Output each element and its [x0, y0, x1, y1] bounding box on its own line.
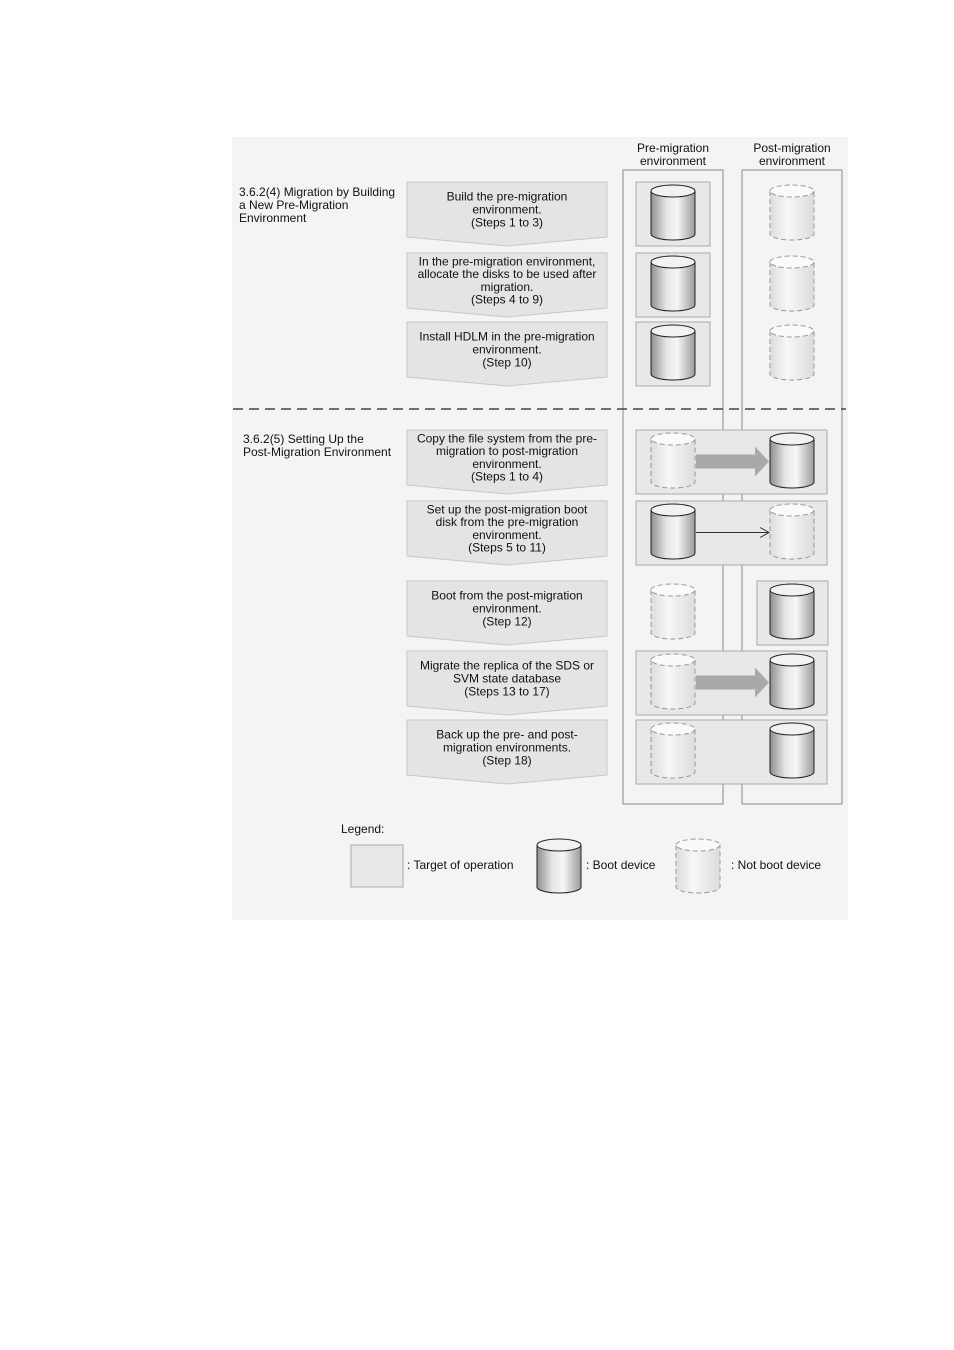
- step-text-line: (Steps 1 to 3): [471, 215, 543, 229]
- step-text-line: allocate the disks to be used after: [418, 267, 597, 281]
- step-box: [406, 321, 608, 387]
- step-text-line: environment.: [472, 457, 541, 471]
- step-text-line: environment.: [472, 602, 541, 616]
- pre-column-header-line2: environment: [640, 154, 707, 168]
- section1-title-line1: 3.6.2(4) Migration by Building: [239, 185, 395, 199]
- legend-notboot-label: : Not boot device: [731, 858, 821, 872]
- section1-title-line3: Environment: [239, 211, 307, 225]
- step-text-line: (Step 12): [482, 614, 531, 628]
- step-text-line: migration.: [481, 280, 534, 294]
- not-boot-device-icon: [769, 255, 815, 312]
- not-boot-device-icon: [769, 324, 815, 381]
- section2-title-line1: 3.6.2(5) Setting Up the: [243, 432, 364, 446]
- step-text-line: (Steps 4 to 9): [471, 293, 543, 307]
- boot-device-icon: [769, 432, 815, 489]
- step-row: In the pre-migration environment,allocat…: [406, 252, 815, 318]
- not-boot-device-icon: [650, 653, 696, 710]
- step-text-line: Boot from the post-migration: [431, 589, 582, 603]
- step-text-line: Set up the post-migration boot: [427, 502, 588, 516]
- step-box: [406, 181, 608, 247]
- boot-device-icon: [650, 503, 696, 560]
- step-text-line: (Step 10): [482, 355, 531, 369]
- step-box: [406, 650, 608, 716]
- step-text-line: Copy the file system from the pre-: [417, 431, 597, 445]
- boot-device-icon: [650, 324, 696, 381]
- step-text-line: Build the pre-migration: [447, 190, 568, 204]
- not-boot-device-icon: [650, 722, 696, 779]
- step-text-line: (Step 18): [482, 753, 531, 767]
- step-box: [406, 429, 608, 495]
- not-boot-device-icon: [769, 503, 815, 560]
- step-text-line: SVM state database: [453, 672, 561, 686]
- boot-device-icon: [650, 184, 696, 241]
- legend-boot-device-icon: [536, 838, 582, 894]
- section1-title-line2: a New Pre-Migration: [239, 198, 348, 212]
- not-boot-device-icon: [650, 583, 696, 640]
- step-row: Build the pre-migrationenvironment.(Step…: [406, 181, 815, 247]
- step-text-line: (Steps 13 to 17): [464, 684, 549, 698]
- not-boot-device-icon: [769, 184, 815, 241]
- step-text-line: migration to post-migration: [436, 444, 578, 458]
- boot-device-icon: [769, 722, 815, 779]
- pre-column-header-line1: Pre-migration: [637, 141, 709, 155]
- step-text-line: Install HDLM in the pre-migration: [419, 330, 594, 344]
- step-box: [406, 252, 608, 318]
- boot-device-icon: [650, 255, 696, 312]
- step-row: Back up the pre- and post-migration envi…: [406, 719, 828, 785]
- step-text-line: (Steps 1 to 4): [471, 470, 543, 484]
- boot-device-icon: [769, 653, 815, 710]
- section2-title-line2: Post-Migration Environment: [243, 445, 392, 459]
- step-row: Install HDLM in the pre-migrationenviron…: [406, 321, 815, 387]
- step-text-line: environment.: [472, 343, 541, 357]
- step-text-line: (Steps 5 to 11): [468, 541, 546, 555]
- step-row: Boot from the post-migrationenvironment.…: [406, 580, 829, 646]
- step-text-line: Migrate the replica of the SDS or: [420, 659, 594, 673]
- step-text-line: Back up the pre- and post-: [436, 728, 577, 742]
- legend-target-label: : Target of operation: [407, 858, 514, 872]
- legend-target-swatch: [350, 844, 404, 888]
- step-box: [406, 500, 608, 566]
- step-text-line: migration environments.: [443, 741, 571, 755]
- step-text-line: disk from the pre-migration: [436, 515, 579, 529]
- step-text-line: In the pre-migration environment,: [419, 254, 596, 268]
- legend-title: Legend:: [341, 822, 384, 836]
- not-boot-device-icon: [650, 432, 696, 489]
- step-text-line: environment.: [472, 203, 541, 217]
- thick-arrow-icon: [696, 446, 769, 477]
- step-box: [406, 580, 608, 646]
- legend-not-boot-device-icon: [675, 838, 721, 894]
- post-column-header-line2: environment: [759, 154, 826, 168]
- step-row: Copy the file system from the pre-migrat…: [406, 429, 828, 495]
- legend-boot-label: : Boot device: [586, 858, 656, 872]
- post-column-header-line1: Post-migration: [753, 141, 830, 155]
- thick-arrow-icon: [696, 667, 769, 698]
- step-text-line: environment.: [472, 528, 541, 542]
- step-box: [406, 719, 608, 785]
- boot-device-icon: [769, 583, 815, 640]
